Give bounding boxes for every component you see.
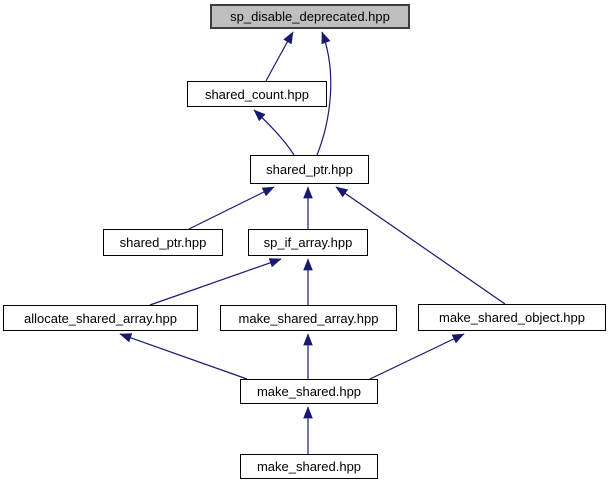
edge-shared-ptr-to-shared-count (253, 109, 295, 156)
graph-node-shared-ptr-lower[interactable]: shared_ptr.hpp (103, 229, 223, 256)
edge-make-shared-to-allocate-shared-array (119, 333, 248, 380)
graph-node-make-shared-lower[interactable]: make_shared.hpp (240, 454, 378, 479)
edge-shared-count-to-sp-disable-deprecated (265, 31, 294, 82)
graph-node-sp-disable-deprecated: sp_disable_deprecated.hpp (210, 4, 410, 29)
edge-shared-ptr-to-sp-disable-deprecated (316, 31, 332, 156)
graph-node-allocate-shared-array[interactable]: allocate_shared_array.hpp (3, 305, 198, 331)
graph-node-sp-if-array[interactable]: sp_if_array.hpp (248, 229, 368, 256)
edge-allocate-shared-array-to-sp-if-array (149, 258, 282, 306)
edge-make-shared-to-make-shared-object (369, 333, 465, 380)
edge-make-shared-object-to-shared-ptr (335, 186, 506, 305)
graph-node-shared-count[interactable]: shared_count.hpp (187, 81, 327, 107)
graph-node-make-shared-array[interactable]: make_shared_array.hpp (220, 305, 397, 331)
graph-node-make-shared-object[interactable]: make_shared_object.hpp (418, 304, 606, 331)
graph-node-shared-ptr-upper[interactable]: shared_ptr.hpp (250, 155, 369, 184)
graph-node-make-shared-upper[interactable]: make_shared.hpp (240, 379, 378, 404)
edge-shared-ptr-lower-to-shared-ptr (188, 186, 275, 230)
